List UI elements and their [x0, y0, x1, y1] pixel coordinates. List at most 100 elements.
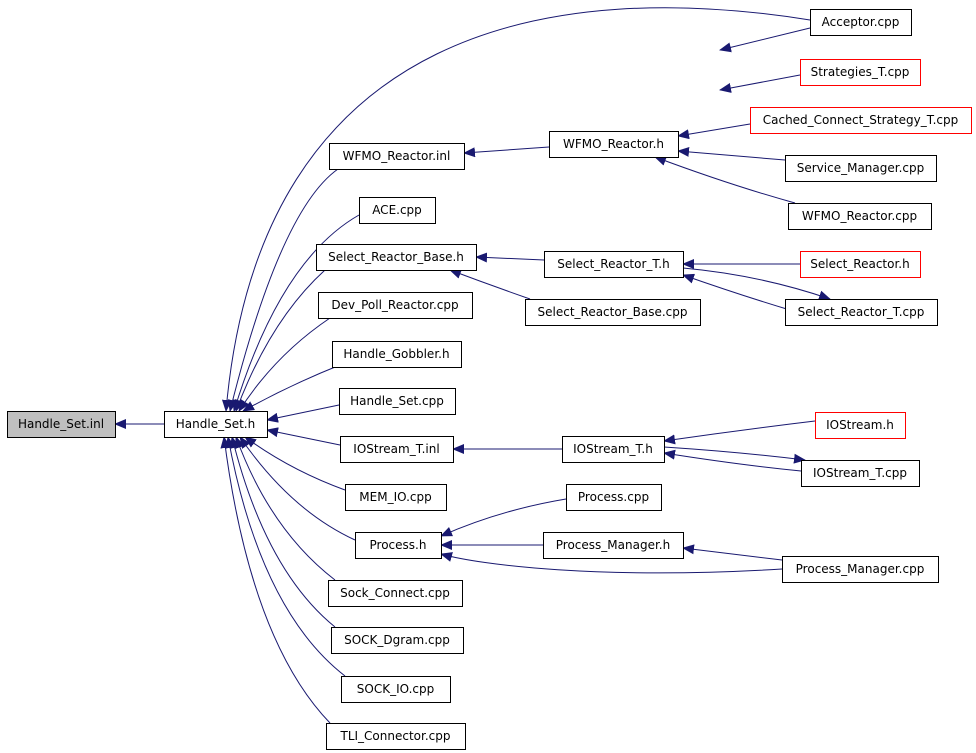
node-label: Cached_Connect_Strategy_T.cpp	[763, 113, 959, 127]
node-select-reactor-base-h[interactable]: Select_Reactor_Base.h	[316, 244, 477, 271]
node-box	[543, 532, 684, 559]
node-label: Sock_Connect.cpp	[340, 586, 450, 600]
node-box	[562, 436, 665, 463]
node-select-reactor-h[interactable]: Select_Reactor.h	[800, 251, 921, 278]
node-box	[355, 532, 442, 559]
node-handle-set-h[interactable]: Handle_Set.h	[164, 411, 268, 438]
node-label: Acceptor.cpp	[822, 15, 900, 29]
node-sock-dgram-cpp[interactable]: SOCK_Dgram.cpp	[331, 627, 464, 654]
node-handle-set-inl[interactable]: Handle_Set.inl	[7, 411, 116, 438]
node-cached-connect-strategy-t-cpp[interactable]: Cached_Connect_Strategy_T.cpp	[750, 107, 972, 134]
node-box	[164, 411, 268, 438]
node-process-manager-cpp[interactable]: Process_Manager.cpp	[782, 556, 939, 583]
node-label: Handle_Set.inl	[18, 417, 104, 431]
node-box	[810, 9, 912, 36]
node-label: Select_Reactor.h	[810, 257, 909, 271]
node-label: WFMO_Reactor.cpp	[802, 209, 917, 223]
node-box	[785, 299, 938, 326]
node-acceptor-cpp[interactable]: Acceptor.cpp	[810, 9, 912, 36]
node-strategies-t-cpp[interactable]: Strategies_T.cpp	[800, 59, 921, 86]
node-label: Process.h	[370, 538, 427, 552]
node-iostream-h[interactable]: IOStream.h	[815, 412, 906, 439]
node-box	[359, 197, 436, 224]
node-box	[7, 411, 116, 438]
node-box	[800, 59, 921, 86]
node-wfmo-reactor-h[interactable]: WFMO_Reactor.h	[549, 131, 679, 158]
node-process-cpp[interactable]: Process.cpp	[566, 484, 662, 511]
node-label: WFMO_Reactor.h	[563, 137, 664, 151]
nodes-layer: Handle_Set.inl Handle_Set.h Acceptor.cppSt…	[7, 9, 972, 750]
node-label: Select_Reactor_Base.cpp	[538, 305, 688, 319]
node-label: Select_Reactor_T.h	[557, 257, 669, 271]
node-wfmo-reactor-inl[interactable]: WFMO_Reactor.inl	[329, 143, 465, 170]
node-process-h[interactable]: Process.h	[355, 532, 442, 559]
node-box	[815, 412, 906, 439]
node-box	[750, 107, 972, 134]
node-label: ACE.cpp	[372, 203, 422, 217]
node-label: IOStream_T.h	[573, 442, 653, 456]
node-label: Select_Reactor_Base.h	[328, 250, 464, 264]
node-box	[326, 723, 466, 750]
node-select-reactor-base-cpp[interactable]: Select_Reactor_Base.cpp	[525, 299, 701, 326]
node-ace-cpp[interactable]: ACE.cpp	[359, 197, 436, 224]
node-label: SOCK_Dgram.cpp	[344, 633, 450, 647]
node-box	[341, 676, 451, 703]
node-label: SOCK_IO.cpp	[357, 682, 434, 696]
node-label: IOStream.h	[826, 418, 894, 432]
node-label: Process_Manager.h	[556, 538, 670, 552]
edge-select_reactor_base_h-to-handle_set_h	[235, 269, 326, 412]
edge-iostream_t_inl-to-handle_set_h	[266, 427, 341, 446]
node-process-manager-h[interactable]: Process_Manager.h	[543, 532, 684, 559]
node-box	[782, 556, 939, 583]
node-box	[340, 436, 454, 463]
edge-process_manager_cpp-to-process_manager_h	[682, 544, 783, 561]
edge-ace_cpp-to-handle_set_h	[232, 214, 360, 412]
node-box	[318, 292, 473, 319]
node-dev-poll-reactor-cpp[interactable]: Dev_Poll_Reactor.cpp	[318, 292, 473, 319]
edge-wfmo_reactor_cpp-to-wfmo_reactor_h	[654, 156, 796, 204]
node-box	[566, 484, 662, 511]
node-wfmo-reactor-cpp[interactable]: WFMO_Reactor.cpp	[788, 203, 932, 230]
node-sock-connect-cpp[interactable]: Sock_Connect.cpp	[328, 580, 463, 607]
edge-sock_io_cpp-to-handle_set_h	[225, 436, 346, 677]
node-box	[544, 251, 684, 278]
node-box	[800, 251, 921, 278]
edge-iostream_t_cpp-to-iostream_t_h	[663, 449, 802, 472]
edge-select_reactor_t_h-to-select_reactor_base_h	[475, 252, 545, 263]
edge-select_reactor_t_cpp-to-select_reactor_t_h	[682, 273, 791, 311]
node-box	[329, 143, 465, 170]
node-label: Strategies_T.cpp	[811, 65, 910, 79]
node-select-reactor-t-h[interactable]: Select_Reactor_T.h	[544, 251, 684, 278]
node-label: Process.cpp	[578, 490, 649, 504]
edge-tli_connector_cpp-to-handle_set_h	[220, 436, 331, 724]
node-box	[785, 155, 937, 182]
node-mem-io-cpp[interactable]: MEM_IO.cpp	[345, 484, 447, 511]
edge-wfmo_reactor_inl-to-handle_set_h	[227, 168, 339, 412]
node-label: Handle_Set.h	[176, 417, 255, 431]
node-label: Handle_Gobbler.h	[343, 347, 449, 361]
edge-wfmo_reactor_h-to-wfmo_reactor_inl	[463, 146, 550, 158]
node-handle-set-cpp[interactable]: Handle_Set.cpp	[339, 388, 456, 415]
node-tli-connector-cpp[interactable]: TLI_Connector.cpp	[326, 723, 466, 750]
edge-sock_dgram_cpp-to-handle_set_h	[229, 436, 336, 628]
node-box	[339, 388, 456, 415]
node-iostream-t-h[interactable]: IOStream_T.h	[562, 436, 665, 463]
edge-handle_set_cpp-to-handle_set_h	[266, 404, 340, 423]
node-service-manager-cpp[interactable]: Service_Manager.cpp	[785, 155, 937, 182]
edge-iostream_h-to-iostream_t_h	[663, 420, 816, 445]
node-label: IOStream_T.inl	[353, 442, 439, 456]
edge-dev_poll_reactor_cpp-to-handle_set_h	[238, 317, 331, 412]
node-sock-io-cpp[interactable]: SOCK_IO.cpp	[341, 676, 451, 703]
node-box	[525, 299, 701, 326]
edge-service_manager_cpp-to-wfmo_reactor_h	[677, 146, 786, 161]
node-box	[316, 244, 477, 271]
node-select-reactor-t-cpp[interactable]: Select_Reactor_T.cpp	[785, 299, 938, 326]
node-iostream-t-cpp[interactable]: IOStream_T.cpp	[801, 460, 920, 487]
node-handle-gobbler-h[interactable]: Handle_Gobbler.h	[332, 341, 462, 368]
node-iostream-t-inl[interactable]: IOStream_T.inl	[340, 436, 454, 463]
node-box	[332, 341, 462, 368]
node-box	[788, 203, 932, 230]
node-box	[801, 460, 920, 487]
